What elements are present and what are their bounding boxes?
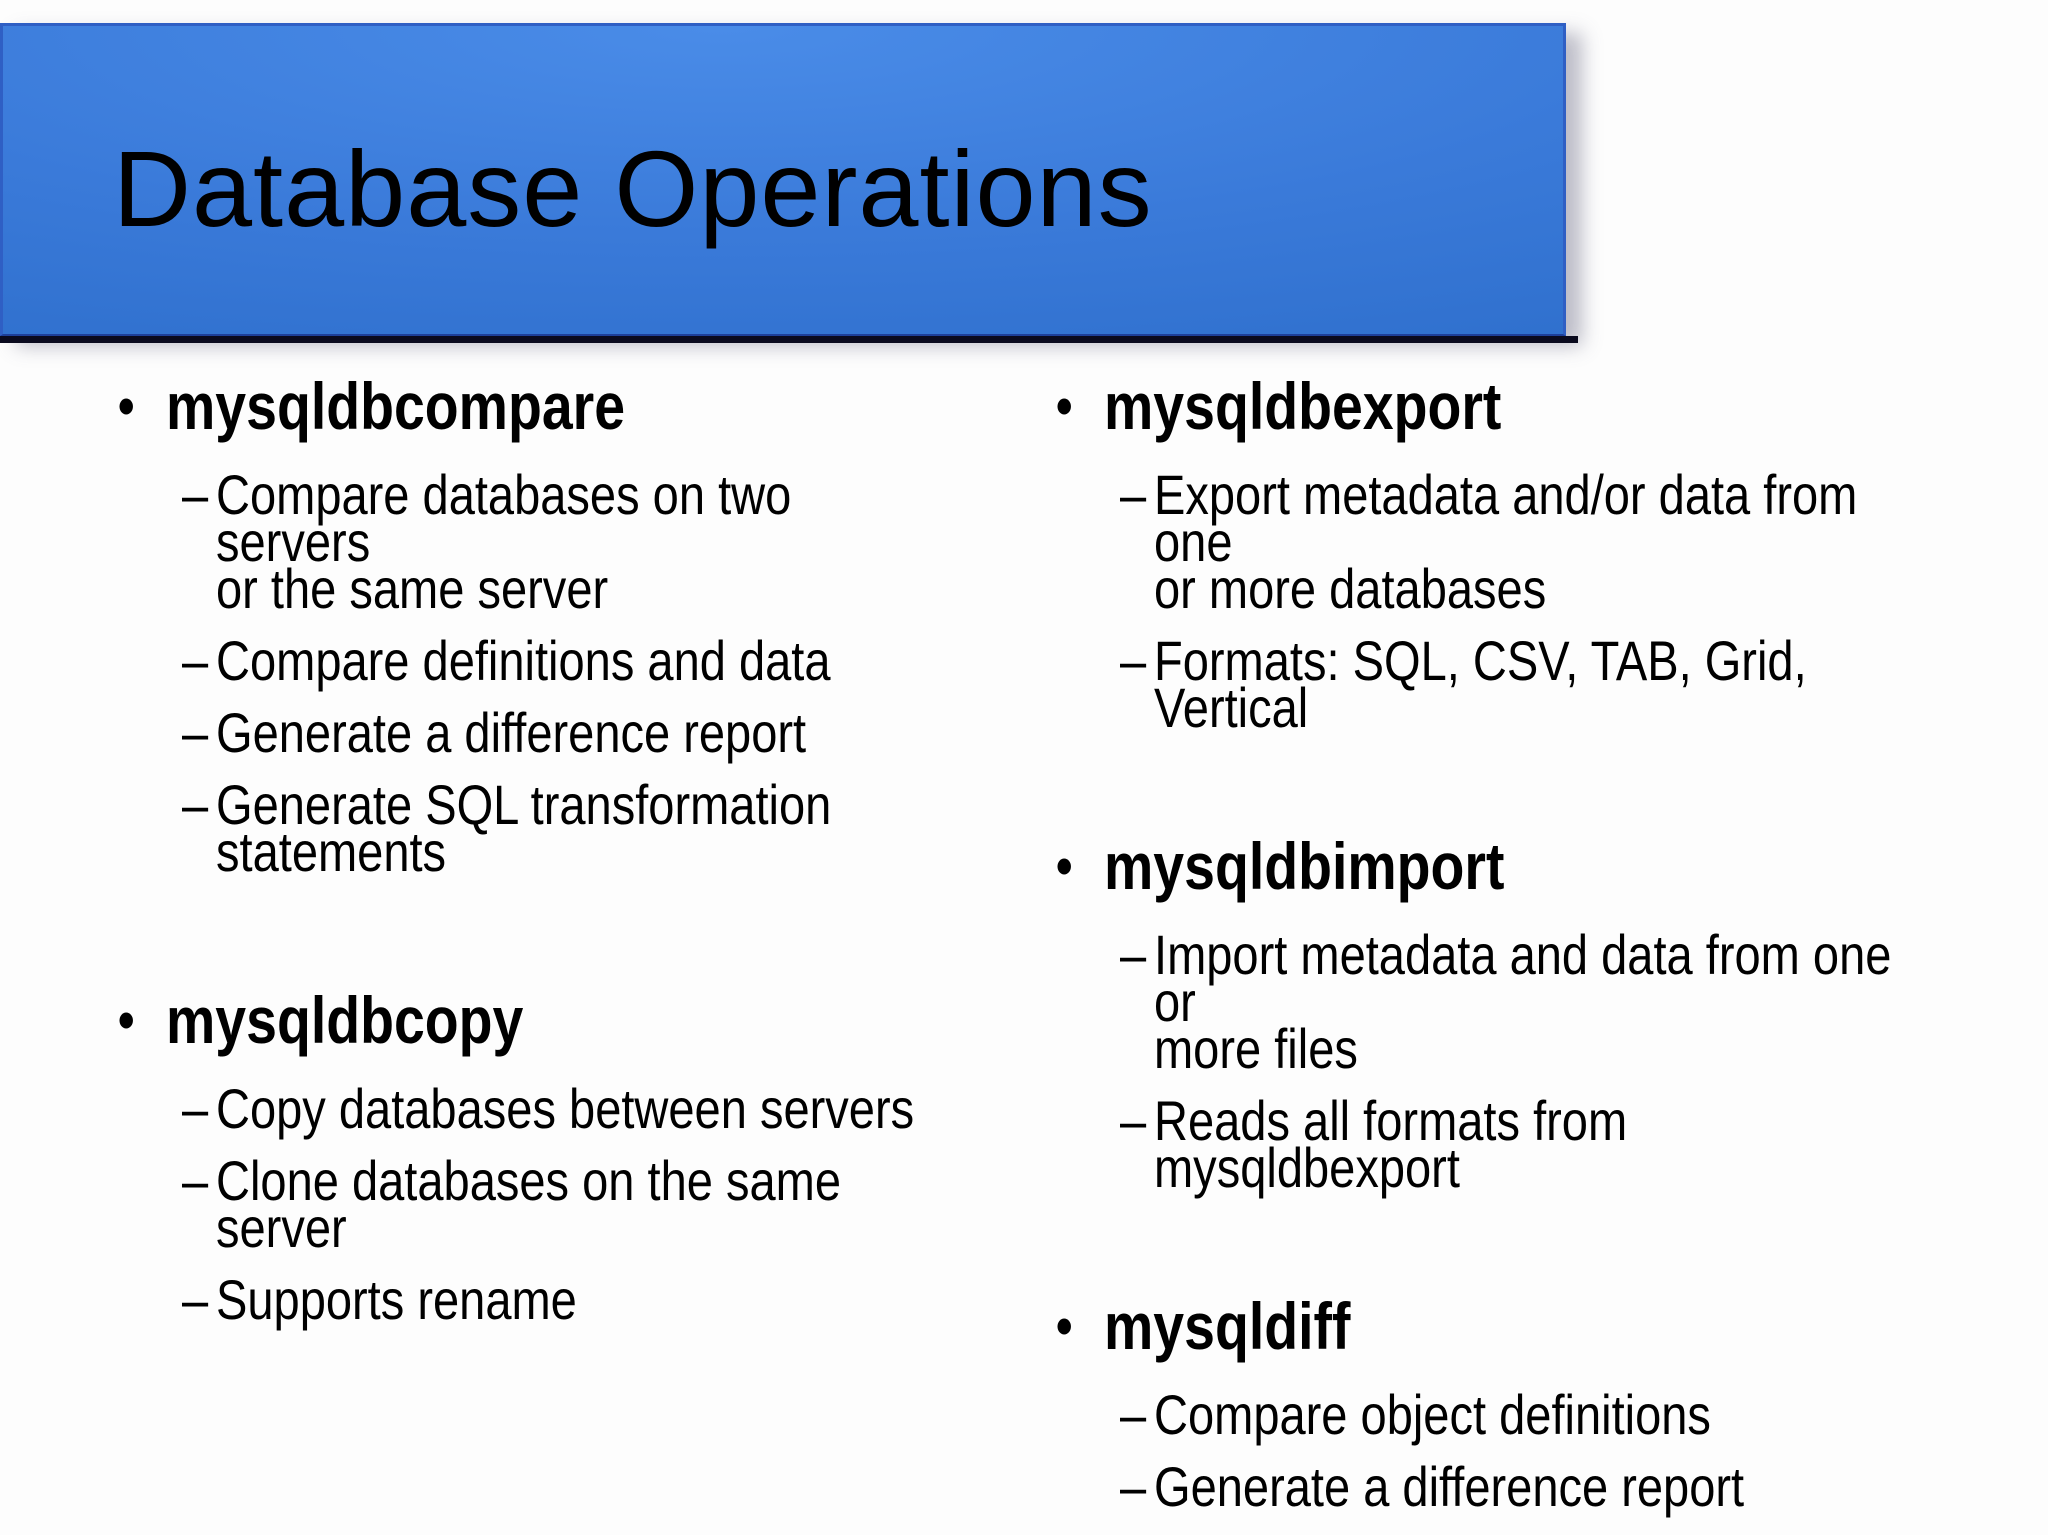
- bullet-icon: •: [1056, 834, 1073, 897]
- right-column: • mysqldbexport – Export metadata and/or…: [1048, 366, 2048, 1518]
- bullet-text: Compare definitions and data: [216, 629, 831, 692]
- dash-icon: –: [1120, 629, 1147, 692]
- list-item: – Reads all formats from mysqldbexport: [1048, 1089, 2048, 1199]
- sub-bullet-list: – Export metadata and/or data from one o…: [1048, 463, 2048, 739]
- group-title: mysqldbexport: [1104, 369, 1502, 443]
- bullet-text: Generate a difference report: [1154, 1455, 1745, 1518]
- bullet-group-mysqldbimport: • mysqldbimport – Import metadata and da…: [1048, 826, 2048, 1199]
- group-title: mysqldbimport: [1104, 829, 1505, 903]
- bullet-text: Import metadata and data from one or mor…: [1154, 923, 1892, 1080]
- dash-icon: –: [1120, 923, 1147, 986]
- bullet-text: Reads all formats from mysqldbexport: [1154, 1089, 1628, 1199]
- sub-bullet-list: – Compare object definitions – Generate …: [1048, 1383, 2048, 1518]
- list-item: – Export metadata and/or data from one o…: [1048, 463, 2048, 620]
- dash-icon: –: [182, 629, 209, 692]
- group-header: • mysqldbcopy: [110, 980, 1060, 1060]
- bullet-group-mysqldbcopy: • mysqldbcopy – Copy databases between s…: [110, 980, 1060, 1331]
- bullet-icon: •: [118, 988, 135, 1051]
- bullet-text: Compare databases on two servers or the …: [216, 463, 792, 620]
- dash-icon: –: [1120, 1383, 1147, 1446]
- group-title: mysqldbcompare: [166, 369, 626, 443]
- bullet-group-mysqldbcompare: • mysqldbcompare – Compare databases on …: [110, 366, 1060, 883]
- sub-bullet-list: – Import metadata and data from one or m…: [1048, 923, 2048, 1199]
- bullet-text: Export metadata and/or data from one or …: [1154, 463, 1858, 620]
- group-title: mysqldbcopy: [166, 983, 524, 1057]
- dash-icon: –: [1120, 463, 1147, 526]
- list-item: – Supports rename: [110, 1268, 1060, 1331]
- list-item: – Compare databases on two servers or th…: [110, 463, 1060, 620]
- bullet-text: Formats: SQL, CSV, TAB, Grid, Vertical: [1154, 629, 1807, 739]
- bullet-text: Clone databases on the same server: [216, 1149, 842, 1259]
- list-item: – Generate SQL transformation statements: [110, 773, 1060, 883]
- bullet-group-mysqldiff: • mysqldiff – Compare object definitions…: [1048, 1286, 2048, 1518]
- dash-icon: –: [182, 463, 209, 526]
- list-item: – Copy databases between servers: [110, 1077, 1060, 1140]
- list-item: – Compare object definitions: [1048, 1383, 2048, 1446]
- title-bar: Database Operations: [0, 23, 1578, 343]
- bullet-text: Copy databases between servers: [216, 1077, 915, 1140]
- bullet-text: Supports rename: [216, 1268, 577, 1331]
- bullet-icon: •: [1056, 374, 1073, 437]
- group-header: • mysqldiff: [1048, 1286, 2048, 1366]
- bullet-text: Generate SQL transformation statements: [216, 773, 832, 883]
- list-item: – Formats: SQL, CSV, TAB, Grid, Vertical: [1048, 629, 2048, 739]
- dash-icon: –: [182, 1077, 209, 1140]
- list-item: – Generate a difference report: [110, 701, 1060, 764]
- list-item: – Compare definitions and data: [110, 629, 1060, 692]
- dash-icon: –: [182, 701, 209, 764]
- list-item: – Clone databases on the same server: [110, 1149, 1060, 1259]
- dash-icon: –: [182, 773, 209, 836]
- dash-icon: –: [182, 1268, 209, 1331]
- bullet-icon: •: [118, 374, 135, 437]
- left-column: • mysqldbcompare – Compare databases on …: [110, 366, 1060, 1331]
- dash-icon: –: [182, 1149, 209, 1212]
- group-header: • mysqldbcompare: [110, 366, 1060, 446]
- group-header: • mysqldbimport: [1048, 826, 2048, 906]
- dash-icon: –: [1120, 1455, 1147, 1518]
- bullet-text: Compare object definitions: [1154, 1383, 1711, 1446]
- bullet-group-mysqldbexport: • mysqldbexport – Export metadata and/or…: [1048, 366, 2048, 739]
- dash-icon: –: [1120, 1089, 1147, 1152]
- sub-bullet-list: – Copy databases between servers – Clone…: [110, 1077, 1060, 1331]
- list-item: – Generate a difference report: [1048, 1455, 2048, 1518]
- group-title: mysqldiff: [1104, 1289, 1351, 1363]
- bullet-icon: •: [1056, 1294, 1073, 1357]
- list-item: – Import metadata and data from one or m…: [1048, 923, 2048, 1080]
- group-header: • mysqldbexport: [1048, 366, 2048, 446]
- sub-bullet-list: – Compare databases on two servers or th…: [110, 463, 1060, 883]
- page-title: Database Operations: [113, 127, 1153, 249]
- bullet-text: Generate a difference report: [216, 701, 807, 764]
